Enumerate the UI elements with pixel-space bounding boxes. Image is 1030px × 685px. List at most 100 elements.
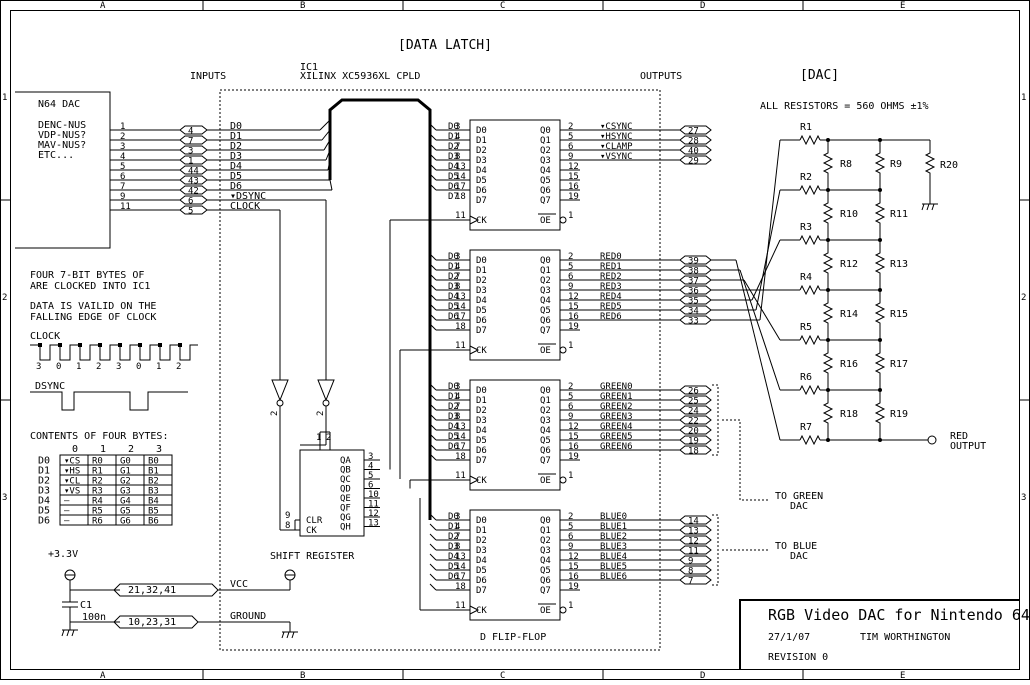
ff-ck-label: CK — [476, 606, 487, 616]
output-pin-39-label: 39 — [688, 257, 699, 267]
flip-flop-body — [469, 379, 561, 491]
shift-register-body — [299, 449, 365, 537]
bus-entry — [429, 383, 437, 391]
bus-entry — [429, 433, 437, 441]
sr-output-qg: QG — [340, 513, 351, 523]
row-label-1: 1 — [2, 93, 7, 103]
bus-entry — [429, 303, 437, 311]
output-signal-green6: GREEN6 — [600, 442, 633, 452]
flip-flop-body — [469, 119, 561, 231]
to-blue-label-2: DAC — [790, 551, 808, 562]
ff-input-d4: D4 — [476, 296, 487, 306]
ff-bus-label-d7: D7 — [448, 192, 459, 202]
vcc-label: VCC — [230, 579, 248, 590]
ff-output-q4: Q4 — [540, 556, 551, 566]
dsync-waveform — [30, 391, 188, 411]
dac-feed — [735, 259, 781, 441]
sr-output-pin-11: 11 — [368, 500, 379, 510]
output-pin-40 — [679, 145, 712, 155]
ff-output-q6: Q6 — [540, 446, 551, 456]
ff-output-q3: Q3 — [540, 416, 551, 426]
red-output-terminal — [927, 435, 937, 445]
table-col-2: 2 — [128, 444, 134, 455]
column-label-C: C — [500, 1, 505, 11]
bus-entry — [429, 163, 437, 171]
ff-d-pin: 13 — [455, 422, 466, 432]
output-pin-7-label: 7 — [688, 577, 693, 587]
clock-count-0: 3 — [36, 362, 41, 372]
n64-pin-6: 6 — [120, 172, 125, 182]
table-row-label-d1: D1 — [38, 466, 50, 477]
sr-output-pin-6: 6 — [368, 481, 373, 491]
ff-ck-pin: 11 — [455, 341, 466, 351]
input-signal-d0: D0 — [230, 121, 242, 132]
ff-input-d6: D6 — [476, 186, 487, 196]
title-block-title: RGB Video DAC for Nintendo 64 — [768, 606, 1030, 624]
table-row-label-d0: D0 — [38, 456, 50, 467]
ff-output-q2: Q2 — [540, 146, 551, 156]
bus-entry — [429, 563, 437, 571]
title-block-author: TIM WORTHINGTON — [860, 632, 950, 643]
ic1-input-pin-44-label: 44 — [188, 167, 199, 177]
ff-d-pin: 8 — [455, 542, 460, 552]
title-block-date: 27/1/07 — [768, 632, 810, 643]
output-pin-33-label: 33 — [688, 317, 699, 327]
ff-input-d7: D7 — [476, 456, 487, 466]
resistor-r13 — [874, 245, 886, 281]
outputs-heading: OUTPUTS — [640, 71, 682, 82]
column-label-A: A — [100, 671, 106, 680]
ff-output-q0: Q0 — [540, 386, 551, 396]
clock-count-7: 2 — [176, 362, 181, 372]
vcc-pins: 21,32,41 — [128, 585, 176, 596]
table-cell: B3 — [148, 487, 159, 497]
ff-q-pin: 6 — [568, 142, 573, 152]
ic1-input-pin-6 — [179, 195, 208, 205]
column-label-D: D — [700, 1, 705, 11]
output-signal-red0: RED0 — [600, 252, 622, 262]
flip-flop-body — [469, 509, 561, 621]
ff-d-pin: 14 — [455, 562, 466, 572]
ff-input-d4: D4 — [476, 556, 487, 566]
ic1-input-pin-6-label: 6 — [188, 197, 193, 207]
ff-output-q7: Q7 — [540, 586, 551, 596]
bus-entry — [429, 543, 437, 551]
n64-title: N64 DAC — [38, 99, 80, 110]
ff-input-d2: D2 — [476, 276, 487, 286]
ff-output-q4: Q4 — [540, 166, 551, 176]
ff-q-pin: 5 — [568, 522, 573, 532]
clock-trace — [30, 344, 198, 361]
ff-q-pin: 2 — [568, 382, 573, 392]
sr-output-qf: QF — [340, 504, 351, 514]
ff-output-q3: Q3 — [540, 286, 551, 296]
table-col-1: 1 — [100, 444, 106, 455]
output-pin-28 — [679, 135, 712, 145]
n64-pin-11: 11 — [120, 202, 131, 212]
ff-d-pin: 18 — [455, 192, 466, 202]
ff-oe-bubble — [559, 476, 567, 484]
n64-chip-3: MAV-NUS? — [38, 140, 86, 151]
output-signal-csync: ▾CSYNC — [600, 122, 633, 132]
n64-dac-block: N64 DAC DENC-NUS VDP-NUS? MAV-NUS? ETC..… — [15, 91, 333, 531]
sr-output-pin-4: 4 — [368, 462, 373, 472]
output-pin-25-label: 25 — [688, 397, 699, 407]
clock-falling-edge-marker — [158, 343, 162, 347]
clock-count-4: 3 — [116, 362, 121, 372]
output-pin-39 — [679, 255, 712, 265]
ff-output-q3: Q3 — [540, 156, 551, 166]
ff-input-d0: D0 — [476, 386, 487, 396]
ff-d-pin: 17 — [455, 442, 466, 452]
table-cell: G0 — [120, 457, 131, 467]
output-signal-blue2: BLUE2 — [600, 532, 627, 542]
output-signal-blue5: BLUE5 — [600, 562, 627, 572]
bus-entry — [429, 573, 437, 581]
ff-input-d0: D0 — [476, 516, 487, 526]
bus-entry — [429, 143, 437, 151]
ff-bus-label-d0: D0 — [448, 122, 459, 132]
ff-ck-pin: 11 — [455, 211, 466, 221]
resistor-label-r9: R9 — [890, 159, 902, 170]
output-signal-red3: RED3 — [600, 282, 622, 292]
